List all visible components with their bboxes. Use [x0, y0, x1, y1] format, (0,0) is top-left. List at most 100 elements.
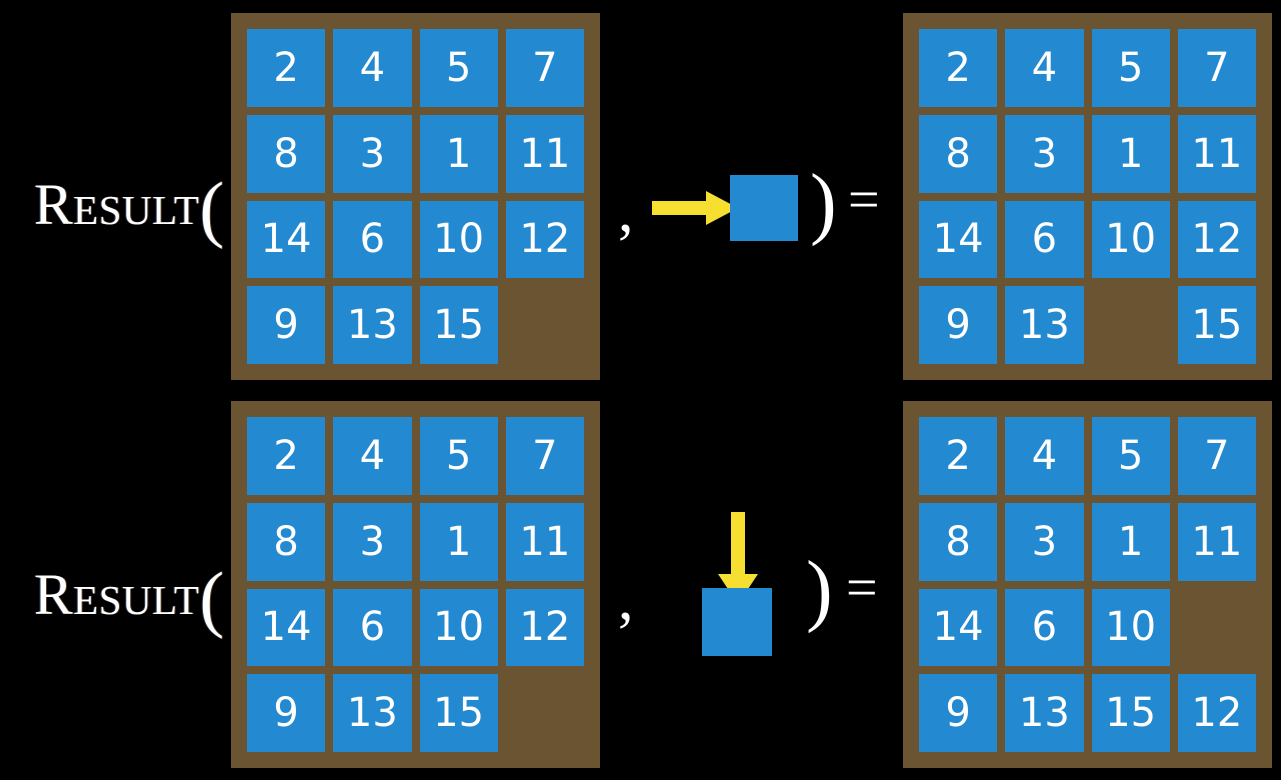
board-cell: 3: [1005, 502, 1084, 581]
number-tile[interactable]: 1: [419, 114, 498, 193]
number-tile[interactable]: 11: [505, 502, 584, 581]
number-tile[interactable]: 10: [1091, 200, 1170, 279]
board-cell: 10: [419, 200, 498, 279]
number-tile[interactable]: 12: [505, 200, 584, 279]
number-tile[interactable]: 10: [419, 588, 498, 667]
number-tile[interactable]: 13: [333, 674, 412, 752]
number-tile[interactable]: 6: [333, 200, 412, 279]
board-cell: 12: [505, 588, 584, 667]
number-tile[interactable]: 13: [1005, 286, 1084, 364]
board-cell: 11: [505, 114, 584, 193]
number-tile[interactable]: 5: [419, 29, 498, 107]
board-cell: 2: [919, 29, 998, 107]
number-tile[interactable]: 8: [919, 114, 998, 193]
number-tile[interactable]: 11: [1177, 114, 1256, 193]
comma-row1: ,: [618, 177, 634, 245]
number-tile[interactable]: 12: [1177, 674, 1256, 752]
number-tile[interactable]: 14: [247, 200, 326, 279]
number-tile[interactable]: 14: [919, 588, 998, 667]
number-tile[interactable]: 4: [333, 417, 412, 495]
number-tile[interactable]: 7: [505, 417, 584, 495]
move-tile-row1[interactable]: [730, 175, 798, 241]
board-cell: [1178, 589, 1256, 667]
number-tile[interactable]: 11: [505, 114, 584, 193]
move-tile-row2[interactable]: [702, 588, 772, 656]
number-tile[interactable]: 2: [919, 29, 998, 107]
number-tile[interactable]: 9: [919, 674, 998, 752]
number-tile[interactable]: 5: [1091, 29, 1170, 107]
result-word-row2: Result: [34, 562, 200, 627]
number-tile[interactable]: 15: [1177, 286, 1256, 364]
board-cell: 14: [919, 200, 998, 279]
board-cell: 8: [247, 502, 326, 581]
number-tile[interactable]: 13: [333, 286, 412, 364]
right-paren-row2: ): [806, 546, 833, 634]
number-tile[interactable]: 10: [419, 200, 498, 279]
board-cell: [1092, 286, 1170, 364]
board-cell: 7: [1177, 29, 1256, 107]
empty-slot: [506, 674, 584, 752]
number-tile[interactable]: 9: [919, 286, 998, 364]
number-tile[interactable]: 4: [1005, 417, 1084, 495]
board-cell: 11: [505, 502, 584, 581]
board-cell: 8: [919, 114, 998, 193]
number-tile[interactable]: 5: [1091, 417, 1170, 495]
empty-slot: [1092, 286, 1170, 364]
number-tile[interactable]: 15: [419, 286, 498, 364]
number-tile[interactable]: 2: [919, 417, 998, 495]
board-cell: 12: [505, 200, 584, 279]
number-tile[interactable]: 7: [1177, 29, 1256, 107]
number-tile[interactable]: 2: [247, 29, 326, 107]
number-tile[interactable]: 5: [419, 417, 498, 495]
board-cell: 3: [333, 114, 412, 193]
left-paren-row2: (: [199, 558, 225, 640]
number-tile[interactable]: 8: [247, 114, 326, 193]
number-tile[interactable]: 13: [1005, 674, 1084, 752]
number-tile[interactable]: 14: [247, 588, 326, 667]
number-tile[interactable]: 10: [1091, 588, 1170, 667]
number-tile[interactable]: 2: [247, 417, 326, 495]
number-tile[interactable]: 4: [1005, 29, 1084, 107]
board-cell: 5: [1091, 417, 1170, 495]
number-tile[interactable]: 9: [247, 674, 326, 752]
result-label-row1: Result(: [34, 172, 225, 246]
board-cell: [506, 286, 584, 364]
number-tile[interactable]: 1: [1091, 502, 1170, 581]
number-tile[interactable]: 4: [333, 29, 412, 107]
number-tile[interactable]: 3: [333, 114, 412, 193]
number-tile[interactable]: 6: [1005, 200, 1084, 279]
left-paren-row1: (: [199, 168, 225, 250]
number-tile[interactable]: 9: [247, 286, 326, 364]
number-tile[interactable]: 3: [1005, 502, 1084, 581]
number-tile[interactable]: 3: [1005, 114, 1084, 193]
number-tile[interactable]: 7: [1177, 417, 1256, 495]
number-tile[interactable]: 7: [505, 29, 584, 107]
board-cell: 11: [1177, 114, 1256, 193]
number-tile[interactable]: 1: [419, 502, 498, 581]
number-tile[interactable]: 8: [919, 502, 998, 581]
board-cell: 12: [1177, 674, 1256, 752]
number-tile[interactable]: 14: [919, 200, 998, 279]
number-tile[interactable]: 6: [333, 588, 412, 667]
number-tile[interactable]: 12: [1177, 200, 1256, 279]
number-tile[interactable]: 11: [1177, 502, 1256, 581]
board-cell: 14: [247, 200, 326, 279]
number-tile[interactable]: 15: [1091, 674, 1170, 752]
number-tile[interactable]: 8: [247, 502, 326, 581]
number-tile[interactable]: 3: [333, 502, 412, 581]
number-tile[interactable]: 15: [419, 674, 498, 752]
result-label-row2: Result(: [34, 562, 225, 636]
number-tile[interactable]: 6: [1005, 588, 1084, 667]
board-cell: 3: [333, 502, 412, 581]
comma-row2: ,: [618, 565, 634, 633]
number-tile[interactable]: 1: [1091, 114, 1170, 193]
number-tile[interactable]: 12: [505, 588, 584, 667]
board-cell: 1: [419, 502, 498, 581]
board-cell: 13: [333, 286, 412, 364]
